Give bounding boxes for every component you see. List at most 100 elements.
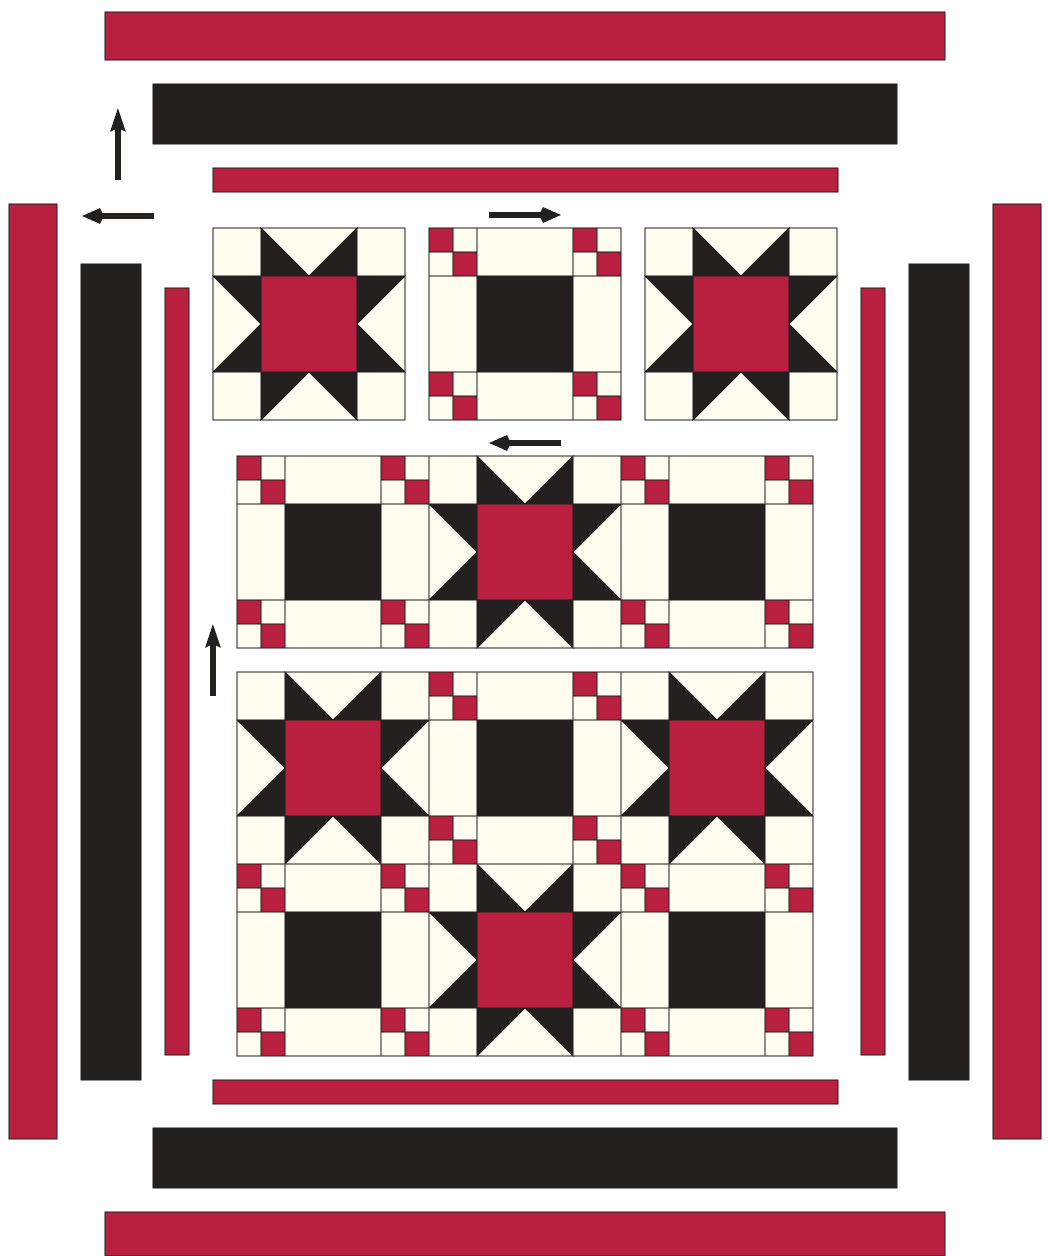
four-patch-cream: [405, 1008, 429, 1032]
press-arrow-row1-right: [489, 207, 561, 223]
four-patch-red: [621, 1008, 645, 1032]
star-corner: [621, 672, 669, 720]
star-corner: [765, 672, 813, 720]
outer-border-right: [993, 204, 1041, 1139]
four-patch-cream: [621, 624, 645, 648]
sashing-strip: [765, 504, 813, 600]
four-patch-red: [237, 864, 261, 888]
sashing-strip: [573, 276, 621, 372]
four-patch-cream: [405, 456, 429, 480]
middle-border-left: [81, 264, 141, 1080]
four-patch-cream: [645, 456, 669, 480]
star-corner: [573, 600, 621, 648]
four-patch-cream: [789, 1008, 813, 1032]
four-patch-cream: [453, 372, 477, 396]
star-corner: [429, 456, 477, 504]
four-patch-red: [621, 456, 645, 480]
press-arrow-top-left-up: [110, 108, 126, 180]
sashing-strip: [621, 504, 669, 600]
row1-star-block: [213, 228, 405, 420]
four-patch-red: [573, 816, 597, 840]
sashing-strip: [285, 456, 381, 504]
outer-border-left: [9, 204, 57, 1139]
row2-star-block: [429, 456, 621, 648]
sashing-strip: [621, 912, 669, 1008]
four-patch-cream: [429, 396, 453, 420]
row4-nine-patch-block: [237, 864, 429, 1056]
four-patch-red: [621, 600, 645, 624]
four-patch-red: [789, 888, 813, 912]
row4-star-block: [429, 864, 621, 1056]
star-corner: [213, 228, 261, 276]
four-patch-cream: [261, 600, 285, 624]
four-patch-red: [237, 456, 261, 480]
four-patch-red: [429, 372, 453, 396]
four-patch-red: [645, 480, 669, 504]
sashing-strip: [237, 912, 285, 1008]
press-arrow-top-left-left: [82, 208, 154, 224]
four-patch-cream: [237, 480, 261, 504]
four-patch-red: [237, 1008, 261, 1032]
four-patch-cream: [645, 600, 669, 624]
four-patch-red: [453, 252, 477, 276]
four-patch-red: [621, 864, 645, 888]
four-patch-red: [765, 456, 789, 480]
outer-border-top: [105, 12, 945, 60]
sashing-strip: [477, 816, 573, 864]
block-center-square: [669, 912, 765, 1008]
four-patch-cream: [261, 864, 285, 888]
star-center: [669, 720, 765, 816]
sashing-strip: [669, 456, 765, 504]
sashing-strip: [477, 228, 573, 276]
row2-nine-patch-block: [237, 456, 429, 648]
star-corner: [213, 372, 261, 420]
inner-border-bottom: [213, 1080, 838, 1104]
outer-border-bottom: [105, 1212, 945, 1256]
four-patch-cream: [429, 252, 453, 276]
row3-star-block: [621, 672, 813, 864]
four-patch-cream: [381, 624, 405, 648]
sashing-strip: [765, 912, 813, 1008]
four-patch-cream: [429, 840, 453, 864]
four-patch-red: [381, 1008, 405, 1032]
row1-nine-patch-block: [429, 228, 621, 420]
sashing-strip: [477, 372, 573, 420]
four-patch-red: [573, 372, 597, 396]
four-patch-red: [789, 1032, 813, 1056]
four-patch-cream: [573, 840, 597, 864]
four-patch-red: [237, 600, 261, 624]
four-patch-cream: [789, 456, 813, 480]
star-corner: [645, 228, 693, 276]
four-patch-cream: [789, 600, 813, 624]
four-patch-cream: [381, 1032, 405, 1056]
middle-border-top: [153, 84, 897, 144]
star-corner: [357, 228, 405, 276]
star-corner: [237, 816, 285, 864]
star-corner: [573, 864, 621, 912]
four-patch-cream: [597, 228, 621, 252]
four-patch-cream: [453, 228, 477, 252]
four-patch-cream: [405, 600, 429, 624]
star-corner: [357, 372, 405, 420]
four-patch-cream: [261, 456, 285, 480]
star-corner: [621, 816, 669, 864]
four-patch-red: [405, 624, 429, 648]
four-patch-red: [261, 888, 285, 912]
star-corner: [381, 672, 429, 720]
four-patch-red: [645, 624, 669, 648]
four-patch-red: [765, 600, 789, 624]
inner-border-right: [861, 288, 885, 1055]
four-patch-red: [789, 624, 813, 648]
sashing-strip: [669, 864, 765, 912]
star-corner: [573, 1008, 621, 1056]
four-patch-red: [405, 480, 429, 504]
row3-nine-patch-block: [429, 672, 621, 864]
row3-star-block: [237, 672, 429, 864]
star-center: [477, 912, 573, 1008]
four-patch-cream: [237, 624, 261, 648]
block-center-square: [669, 504, 765, 600]
four-patch-cream: [453, 672, 477, 696]
four-patch-red: [381, 864, 405, 888]
sashing-strip: [429, 720, 477, 816]
